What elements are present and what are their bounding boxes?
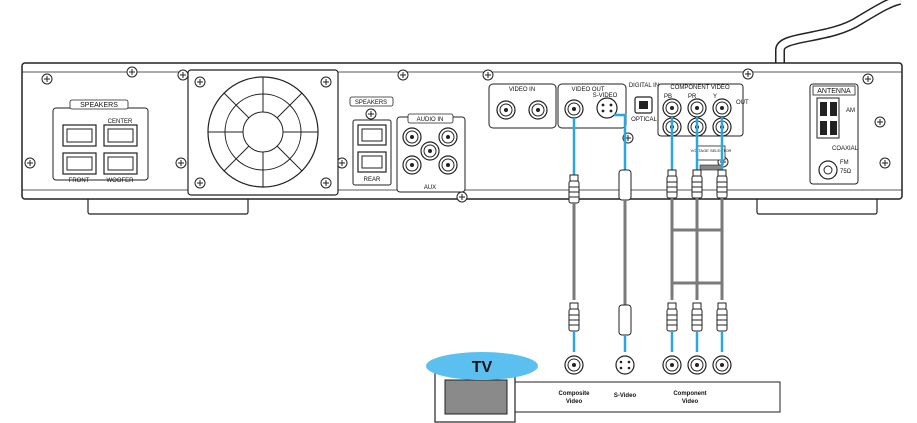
- component-video-label: COMPONENT VIDEO: [670, 85, 730, 91]
- woofer-label: WOOFER: [107, 178, 135, 184]
- tv-component-jack-icon: [712, 355, 732, 375]
- screw-icon: [41, 73, 53, 85]
- composite-plug-bottom: [568, 302, 580, 332]
- component-pb-plug-bottom: [666, 302, 678, 332]
- fm-label: FM: [840, 160, 849, 166]
- screw-icon: [742, 68, 754, 80]
- screw-icon: [320, 177, 332, 189]
- component-pr-plug-bottom: [691, 302, 703, 332]
- video-out-label: VIDEO OUT: [571, 87, 604, 93]
- center-label: CENTER: [108, 119, 133, 125]
- tv-component-jack-icon: [662, 355, 682, 375]
- component-cable-bundle-top: [670, 198, 724, 232]
- video-in-jack-icon: [528, 100, 548, 120]
- video-in-jack-icon: [496, 100, 516, 120]
- coaxial-label: COAXIAL: [832, 146, 859, 152]
- s-video-out-jack-icon: [596, 97, 618, 119]
- y-jack-icon: [712, 98, 732, 118]
- screw-icon: [874, 116, 886, 128]
- audio-jack-icon: [438, 127, 458, 147]
- composite-video-out-jack-icon: [564, 99, 584, 119]
- tv-svideo-jack-icon: [615, 355, 635, 375]
- front-label: FRONT: [69, 178, 90, 184]
- screw-icon: [194, 177, 206, 189]
- ohm-label: 75Ω: [840, 169, 852, 175]
- tv-label: TV: [472, 359, 493, 376]
- composite-label-line1: Composite: [558, 391, 590, 397]
- component-y-plug-top: [716, 169, 728, 199]
- tv-component-jack-icon: [687, 355, 707, 375]
- component-pb-plug-top: [666, 169, 678, 199]
- voltage-selector-label: VOLTAGE SELECTOR: [691, 148, 732, 153]
- audio-jack-icon: [438, 155, 458, 175]
- pr-jack-icon: [687, 98, 707, 118]
- screw-icon: [397, 69, 409, 81]
- screw-icon: [194, 76, 206, 88]
- antenna-label: ANTENNA: [817, 88, 851, 95]
- svideo-plug-bottom: [618, 304, 632, 336]
- y-label: Y: [713, 94, 717, 100]
- pb-jack-icon: [662, 98, 682, 118]
- screw-icon: [175, 157, 187, 169]
- aux-label: AUX: [424, 185, 436, 191]
- screw-icon: [126, 66, 138, 78]
- digital-in-label: DIGITAL IN: [629, 83, 659, 89]
- tv-input-panel: [509, 381, 781, 413]
- screw-icon: [862, 73, 874, 85]
- svideo-label: S-Video: [614, 393, 637, 399]
- screw-icon: [24, 157, 36, 169]
- screw-icon: [482, 69, 494, 81]
- audio-jack-icon: [420, 141, 440, 161]
- audio-in-label: AUDIO IN: [417, 117, 444, 123]
- out-label: OUT: [736, 100, 749, 106]
- screw-icon: [456, 191, 468, 203]
- svideo-cable-top: [614, 113, 627, 170]
- pb-label: PB: [664, 94, 672, 100]
- speakers-label-left: SPEAKERS: [80, 102, 118, 109]
- audio-jack-icon: [402, 155, 422, 175]
- video-in-label: VIDEO IN: [509, 87, 535, 93]
- component-y-plug-bottom: [716, 302, 728, 332]
- optical-label: OPTICAL: [631, 117, 657, 123]
- pr-label: PR: [688, 94, 697, 100]
- screw-icon: [320, 76, 332, 88]
- am-label: AM: [846, 108, 855, 114]
- audio-jack-icon: [402, 127, 422, 147]
- component-cable-bundle: [670, 230, 724, 300]
- rear-label: REAR: [364, 177, 381, 183]
- svideo-plug-top: [618, 169, 632, 201]
- speakers-label-mid: SPEAKERS: [355, 100, 387, 106]
- tv-composite-jack-icon: [564, 355, 584, 375]
- screw-icon: [365, 108, 377, 120]
- tv-screen: [444, 379, 508, 415]
- power-cord-inner: [776, 0, 901, 92]
- screw-icon: [177, 69, 189, 81]
- composite-plug-top: [568, 174, 580, 204]
- component-label-line2: Video: [682, 399, 699, 405]
- component-pr-plug-top: [691, 169, 703, 199]
- component-label-line1: Component: [673, 391, 706, 397]
- screw-icon: [879, 157, 891, 169]
- composite-label-line2: Video: [566, 399, 583, 405]
- tv-label-badge: [426, 352, 538, 380]
- s-video-label: S-VIDEO: [593, 93, 618, 99]
